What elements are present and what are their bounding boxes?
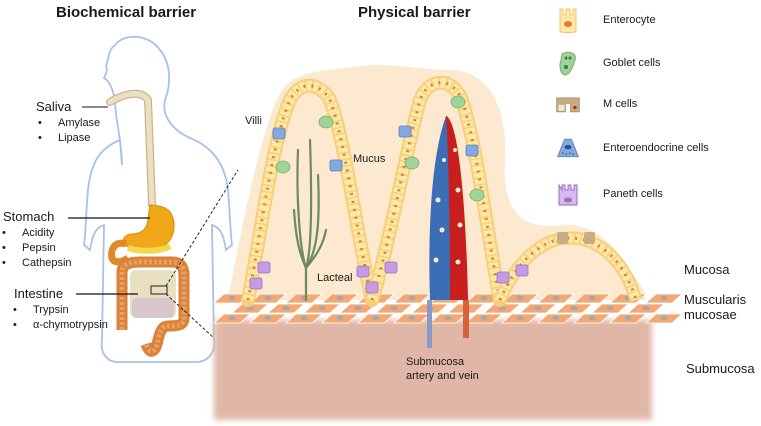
intestine-enzyme: Trypsin xyxy=(11,303,108,318)
paneth-cell-icon xyxy=(558,183,578,206)
smooth-muscle-nucleus xyxy=(318,305,326,311)
zoom-box xyxy=(150,285,168,295)
smooth-muscle-nucleus xyxy=(282,305,290,311)
paneth-cell xyxy=(257,261,271,274)
stomach-enzyme: Pepsin xyxy=(0,241,72,256)
smooth-muscle-nucleus xyxy=(588,315,596,321)
m-cell xyxy=(584,232,595,244)
smooth-muscle-nucleus xyxy=(552,315,560,321)
paneth-cell xyxy=(496,271,510,284)
biochemical-barrier-title: Biochemical barrier xyxy=(56,4,197,21)
legend-item-paneth: Paneth cells xyxy=(555,179,663,209)
legend-item-enterocyte: Enterocyte xyxy=(555,5,656,35)
submucosa-layer xyxy=(214,320,652,420)
artery xyxy=(446,116,468,300)
saliva-label: Saliva xyxy=(36,99,72,114)
legend-item-goblet: Goblet cells xyxy=(555,48,660,78)
smooth-muscle-nucleus xyxy=(264,315,272,321)
stomach xyxy=(122,204,175,251)
legend-label: Enterocyte xyxy=(603,14,656,26)
saliva-enzyme-list: Amylase Lipase xyxy=(36,116,100,146)
lacteal xyxy=(292,138,328,302)
smooth-muscle-nucleus xyxy=(354,305,362,311)
legend-label: Enteroendocrine cells xyxy=(603,142,709,154)
enteroendocrine-cell xyxy=(272,127,286,140)
smooth-muscle-nucleus xyxy=(516,315,524,321)
enteroendocrine-cell xyxy=(465,144,479,157)
smooth-muscle-nucleus xyxy=(480,295,488,301)
legend-label: M cells xyxy=(603,98,638,110)
enteroendocrine-cell-icon xyxy=(556,138,580,158)
smooth-muscle-nucleus xyxy=(408,295,416,301)
saliva-enzyme: Amylase xyxy=(36,116,100,131)
muscularis-label-line: Muscularis xyxy=(684,292,747,307)
physical-barrier-title: Physical barrier xyxy=(358,4,471,21)
smooth-muscle-nucleus xyxy=(606,305,614,311)
intestine-enzyme-list: Trypsin α-chymotrypsin xyxy=(11,303,108,333)
saliva-enzyme: Lipase xyxy=(36,131,100,146)
mucosa-label: Mucosa xyxy=(684,262,730,277)
goblet-cell xyxy=(275,160,291,174)
vein xyxy=(429,115,451,300)
smooth-muscle-nucleus xyxy=(552,295,560,301)
stomach-enzyme-list: Acidity Pepsin Cathepsin xyxy=(0,226,72,271)
smooth-muscle-nucleus xyxy=(444,315,452,321)
goblet-cell-icon xyxy=(559,51,576,76)
smooth-muscle-nucleus xyxy=(336,295,344,301)
enteroendocrine-cell xyxy=(329,159,343,172)
smooth-muscle-nucleus xyxy=(534,305,542,311)
smooth-muscle-nucleus xyxy=(660,315,668,321)
intestine-label: Intestine xyxy=(14,286,64,301)
goblet-cell xyxy=(450,95,466,109)
paneth-cell xyxy=(384,261,398,274)
paneth-cell xyxy=(249,277,263,290)
mucus-label: Mucus xyxy=(353,153,386,165)
smooth-muscle-nucleus xyxy=(390,305,398,311)
smooth-muscle-nucleus xyxy=(228,295,236,301)
smooth-muscle-nucleus xyxy=(642,305,650,311)
vessel-label-line: artery and vein xyxy=(406,370,479,382)
paneth-cell xyxy=(356,265,370,278)
goblet-cell xyxy=(318,115,334,129)
m-cell xyxy=(557,232,568,244)
legend-label: Paneth cells xyxy=(603,188,663,200)
smooth-muscle-nucleus xyxy=(624,315,632,321)
enteroendocrine-cell xyxy=(398,125,412,138)
smooth-muscle-nucleus xyxy=(336,315,344,321)
smooth-muscle-nucleus xyxy=(264,295,272,301)
smooth-muscle-nucleus xyxy=(660,295,668,301)
smooth-muscle-nucleus xyxy=(516,295,524,301)
stomach-enzyme: Acidity xyxy=(0,226,72,241)
smooth-muscle-nucleus xyxy=(480,315,488,321)
muscularis-mucosae-layer xyxy=(212,293,684,324)
intestine-enzyme: α-chymotrypsin xyxy=(11,318,108,333)
paneth-cell xyxy=(365,281,379,294)
goblet-cell xyxy=(404,156,420,170)
legend-item-enteroendocrine: Enteroendocrine cells xyxy=(555,133,709,163)
smooth-muscle-nucleus xyxy=(300,315,308,321)
smooth-muscle-nucleus xyxy=(228,315,236,321)
paneth-cell xyxy=(515,264,529,277)
lacteal-label: Lacteal xyxy=(317,272,353,284)
smooth-muscle-nucleus xyxy=(570,305,578,311)
smooth-muscle-nucleus xyxy=(372,315,380,321)
stomach-enzyme: Cathepsin xyxy=(0,256,72,271)
vessel-label: Submucosa artery and vein xyxy=(406,355,479,383)
stomach-label: Stomach xyxy=(3,209,55,224)
smooth-muscle-nucleus xyxy=(408,315,416,321)
vessel-label-line: Submucosa xyxy=(406,356,465,368)
enterocyte-icon xyxy=(559,8,577,33)
human-body-outline xyxy=(83,36,233,363)
muscularis-mucosae-label: Muscularis mucosae xyxy=(684,292,746,322)
legend-label: Goblet cells xyxy=(603,57,661,69)
smooth-muscle-nucleus xyxy=(588,295,596,301)
legend-item-m-cell: M cells xyxy=(555,89,637,119)
villi-label: Villi xyxy=(245,115,262,127)
submucosa-label: Submucosa xyxy=(686,361,755,376)
muscularis-label-line: mucosae xyxy=(684,307,737,322)
goblet-cell xyxy=(469,188,485,202)
m-cell-icon xyxy=(556,97,580,113)
